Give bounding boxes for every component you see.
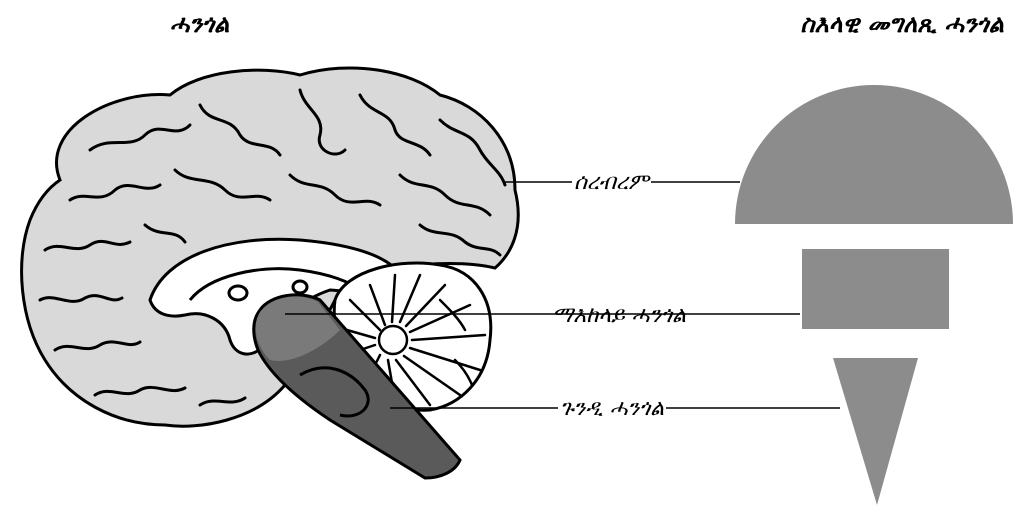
hindbrain-label: ጉንዲ ሓንጎል (558, 396, 666, 422)
hindbrain-triangle (833, 358, 918, 505)
midbrain-rectangle (802, 249, 949, 329)
schematic-shapes (735, 85, 1013, 505)
brain-title: ሓንጎል (170, 10, 229, 38)
cerebrum-semicircle (735, 85, 1013, 224)
thalamus-spot (229, 286, 247, 300)
midbrain-label: ማእከላይ ሓንጎል (550, 303, 688, 329)
brain-illustration (22, 68, 519, 478)
cerebrum-label: ሰረብረም (572, 170, 651, 196)
schematic-title: ስእላዊ መግለጺ ሓንጎል (800, 10, 1004, 38)
pineal-spot (293, 281, 307, 293)
